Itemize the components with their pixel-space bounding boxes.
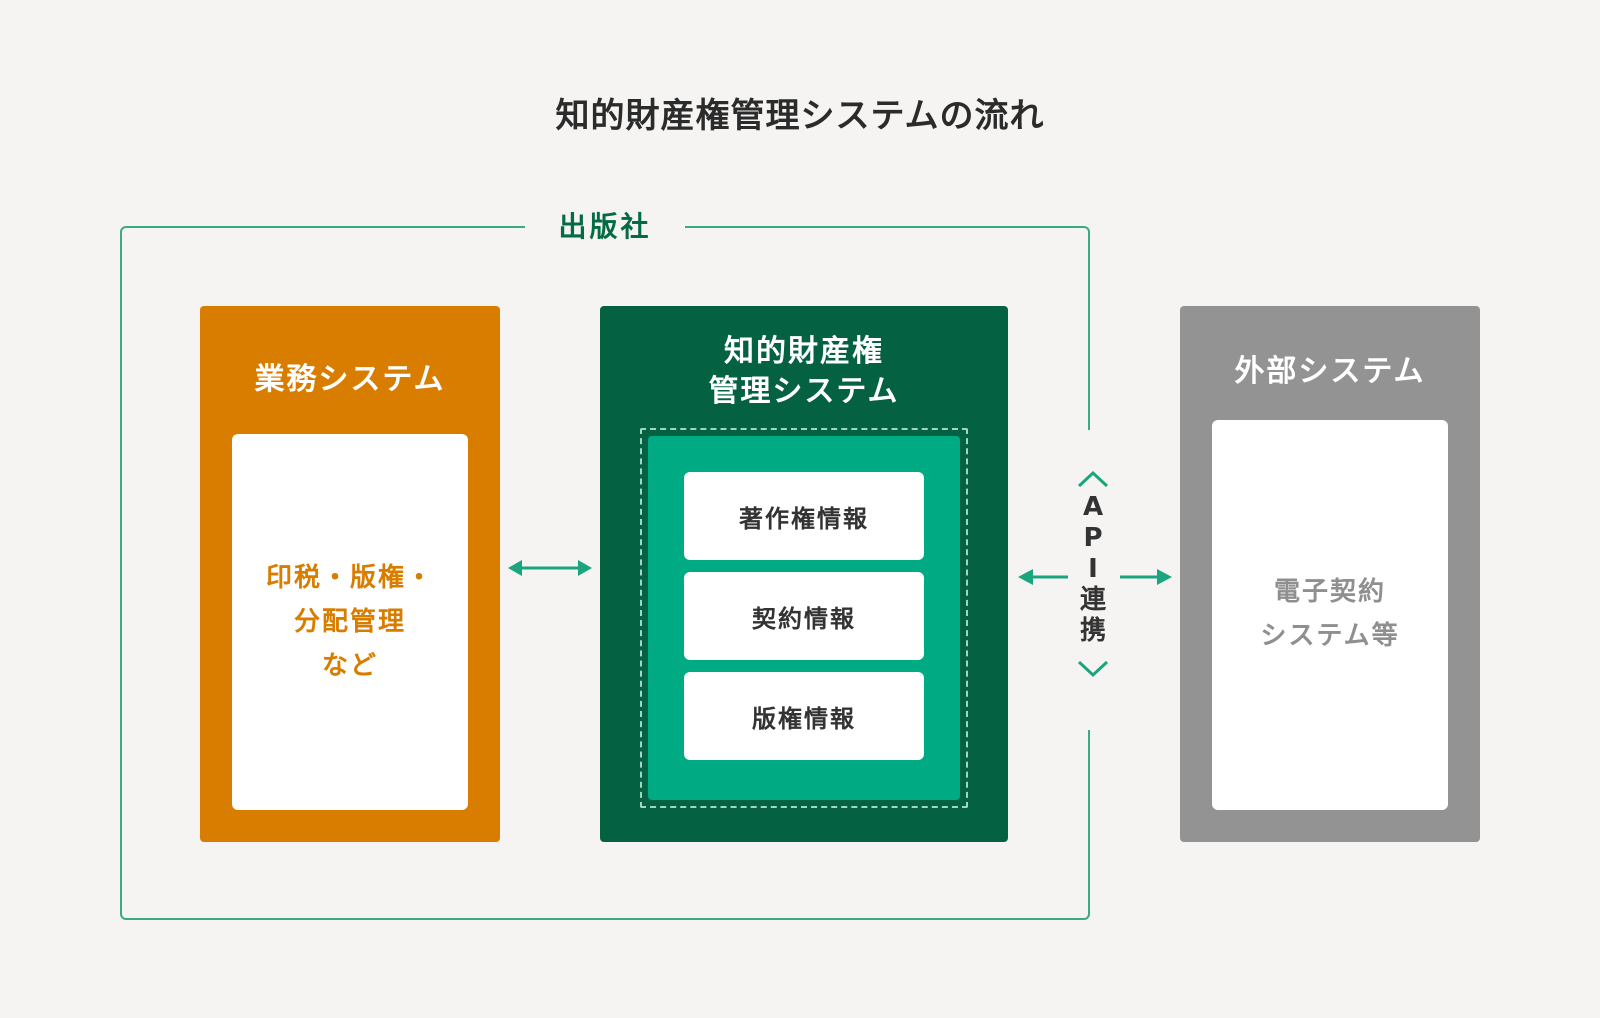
api-arrow-left-icon [1018,569,1068,585]
business-content-line: など [321,651,378,681]
chevron-down-icon [1077,660,1109,678]
external-system-content: 電子契約 システム等 [1212,570,1448,658]
api-arrow-right-icon [1120,569,1172,585]
ip-system-title: 知的財産権 管理システム [600,332,1008,412]
api-label-char: I [1088,554,1098,584]
ip-info-panel: 著作権情報 契約情報 版権情報 [648,436,960,800]
api-link-label: A P I 連 携 [1078,492,1108,647]
ip-system-box: 知的財産権 管理システム 著作権情報 契約情報 版権情報 [600,306,1008,842]
ip-title-line: 知的財産権 [724,334,884,369]
ip-dashed-border [640,428,968,808]
external-system-box: 外部システム 電子契約 システム等 [1180,306,1480,842]
business-system-content: 印税・版権・ 分配管理 など [232,556,468,688]
api-label-char: 連 [1079,585,1106,615]
api-label-char: 携 [1079,616,1106,646]
business-system-box: 業務システム 印税・版権・ 分配管理 など [200,306,500,842]
business-content-line: 印税・版権・ [265,563,434,593]
chevron-up-icon [1077,470,1109,488]
api-label-char: A [1082,492,1104,522]
external-content-line: システム等 [1260,621,1400,651]
ip-title-line: 管理システム [708,374,900,409]
copyright-info-card: 著作権情報 [684,472,924,560]
external-system-panel: 電子契約 システム等 [1212,420,1448,810]
publisher-label: 出版社 [525,205,685,249]
business-content-line: 分配管理 [293,607,406,637]
business-system-panel: 印税・版権・ 分配管理 など [232,434,468,810]
page-title: 知的財産権管理システムの流れ [555,96,1045,136]
external-system-title: 外部システム [1234,354,1426,389]
business-ip-double-arrow [508,560,592,576]
api-label-char: P [1083,523,1103,553]
license-info-card: 版権情報 [684,672,924,760]
external-content-line: 電子契約 [1273,577,1386,607]
contract-info-card: 契約情報 [684,572,924,660]
business-system-title: 業務システム [254,362,446,397]
